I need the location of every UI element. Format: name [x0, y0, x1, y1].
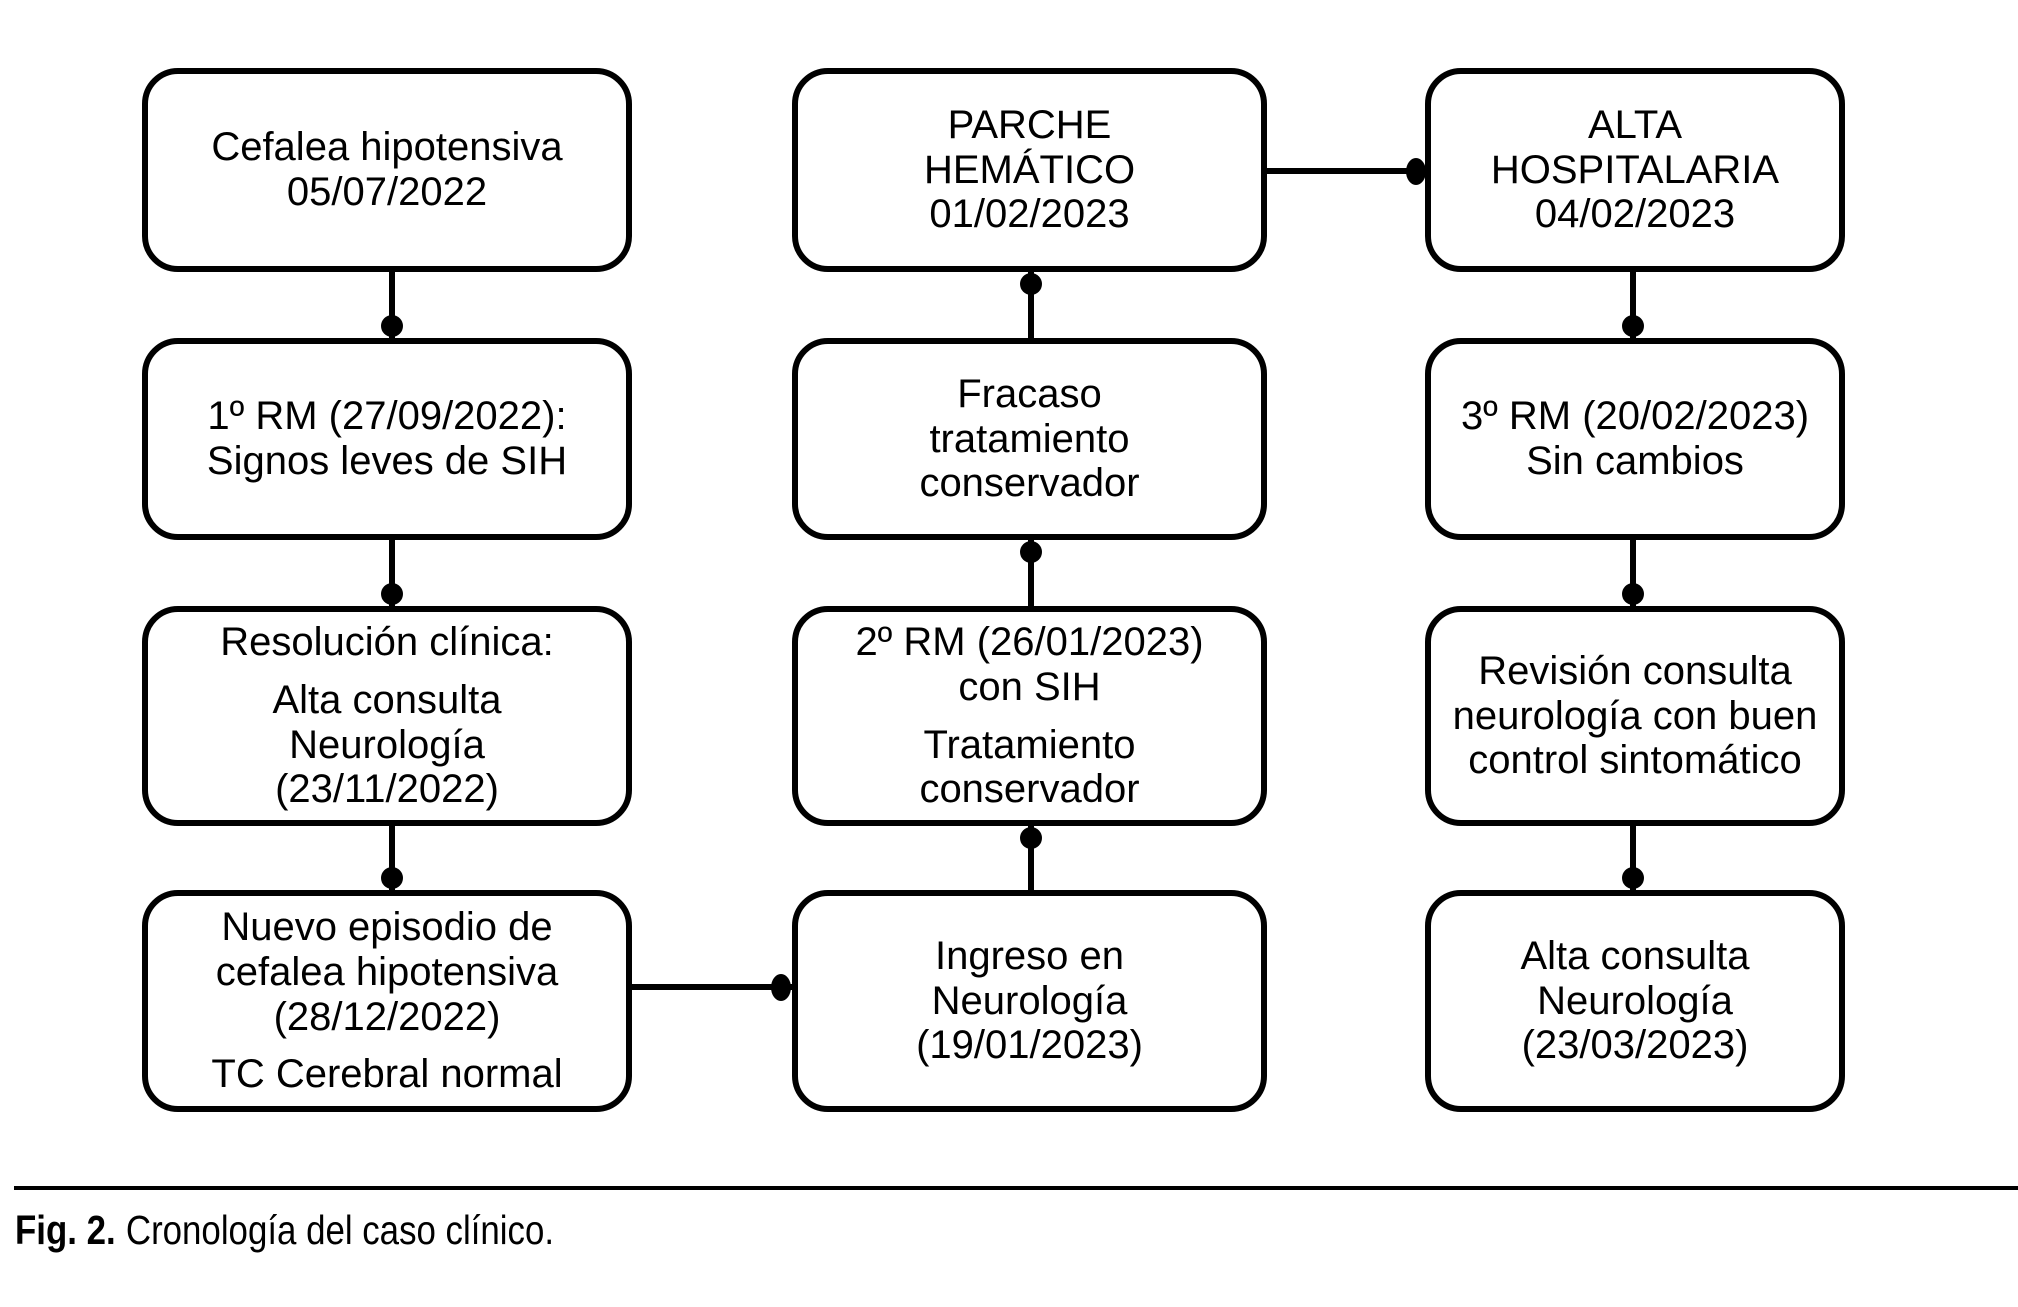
figure-label: Fig. 2. — [15, 1207, 116, 1253]
box-resolucion-clinica: Resolución clínica: Alta consulta Neurol… — [142, 606, 632, 826]
figure-caption: Fig. 2.Cronología del caso clínico. — [15, 1207, 554, 1254]
connector-col2-2rm-fracaso — [1028, 538, 1034, 608]
connector-endpoint-dot — [1020, 541, 1042, 563]
box-revision-consulta: Revisión consulta neurología con buen co… — [1425, 606, 1845, 826]
box-text: Fracaso tratamiento conservador — [919, 371, 1140, 506]
box-text: Alta consulta Neurología (23/11/2022) — [272, 677, 502, 812]
box-fracaso-tratamiento: Fracaso tratamiento conservador — [792, 338, 1267, 540]
figure-caption-text: Cronología del caso clínico. — [125, 1207, 555, 1253]
connector-endpoint-dot — [1622, 583, 1644, 605]
box-parche-hematico: PARCHE HEMÁTICO 01/02/2023 — [792, 68, 1267, 272]
box-text: 3º RM (20/02/2023) Sin cambios — [1460, 394, 1810, 483]
box-alta-hospitalaria: ALTA HOSPITALARIA 04/02/2023 — [1425, 68, 1845, 272]
box-nuevo-episodio: Nuevo episodio de cefalea hipotensiva (2… — [142, 890, 632, 1112]
connector-endpoint-dot — [1622, 315, 1644, 337]
connector-endpoint-dot — [1622, 867, 1644, 889]
connector-col2-ingreso-2rm — [1028, 824, 1034, 892]
connector-col1-2-3 — [389, 538, 395, 608]
box-cefalea-hipotensiva: Cefalea hipotensiva 05/07/2022 — [142, 68, 632, 272]
box-primera-rm: 1º RM (27/09/2022): Signos leves de SIH — [142, 338, 632, 540]
box-text: Ingreso en Neurología (19/01/2023) — [916, 933, 1143, 1068]
connector-endpoint-dot — [381, 315, 403, 337]
connector-col2-fracaso-parche — [1028, 270, 1034, 340]
connector-endpoint-dot — [771, 974, 791, 1001]
box-tercera-rm: 3º RM (20/02/2023) Sin cambios — [1425, 338, 1845, 540]
box-text: Revisión consulta neurología con buen co… — [1452, 648, 1818, 783]
box-text: TC Cerebral normal — [211, 1052, 563, 1097]
connector-nuevo-episodio-ingreso — [628, 984, 792, 990]
caption-divider — [14, 1186, 2018, 1190]
box-ingreso-neurologia: Ingreso en Neurología (19/01/2023) — [792, 890, 1267, 1112]
connector-col1-1-2 — [389, 270, 395, 340]
box-text: 2º RM (26/01/2023) con SIH — [855, 619, 1204, 709]
connector-endpoint-dot — [1020, 273, 1042, 295]
connector-parche-alta-hospitalaria — [1265, 168, 1427, 174]
connector-col3-1-2 — [1630, 270, 1636, 340]
box-text: Nuevo episodio de cefalea hipotensiva (2… — [215, 904, 559, 1039]
connector-endpoint-dot — [1406, 158, 1426, 185]
connector-endpoint-dot — [381, 583, 403, 605]
box-segunda-rm: 2º RM (26/01/2023) con SIH Tratamiento c… — [792, 606, 1267, 826]
box-text: Tratamiento conservador — [919, 722, 1140, 812]
box-text: Cefalea hipotensiva 05/07/2022 — [211, 125, 563, 214]
connector-col1-3-4 — [389, 824, 395, 892]
box-text: PARCHE HEMÁTICO 01/02/2023 — [923, 102, 1136, 237]
connector-endpoint-dot — [381, 867, 403, 889]
box-text: 1º RM (27/09/2022): Signos leves de SIH — [206, 394, 568, 483]
connector-col3-2-3 — [1630, 538, 1636, 608]
box-alta-consulta-neurologia: Alta consulta Neurología (23/03/2023) — [1425, 890, 1845, 1112]
connector-endpoint-dot — [1020, 827, 1042, 849]
connector-col3-3-4 — [1630, 824, 1636, 892]
box-text: Alta consulta Neurología (23/03/2023) — [1520, 933, 1750, 1068]
box-text: ALTA HOSPITALARIA 04/02/2023 — [1490, 102, 1780, 237]
box-text: Resolución clínica: — [220, 619, 554, 664]
